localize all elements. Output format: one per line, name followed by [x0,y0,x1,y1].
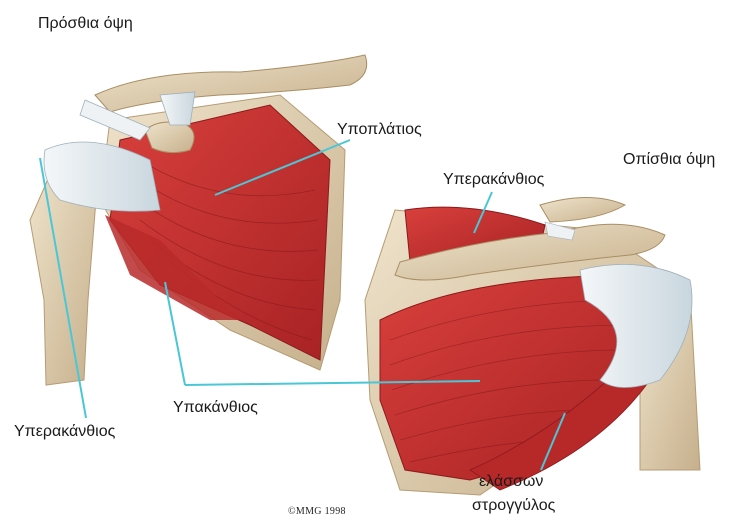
label-infraspinatus: Υπακάνθιος [173,400,258,416]
front-view-illustration [30,55,367,385]
back-view-title: Οπίσθια όψη [623,152,715,168]
back-view-illustration [365,198,700,496]
front-view-title: Πρόσθια όψη [38,16,133,32]
label-supraspinatus-front: Υπερακάνθιος [14,424,115,440]
front-coracoid [145,122,194,153]
back-acromion [540,198,625,223]
label-teres-minor-1: ελάσσων [479,474,543,490]
label-teres-minor-2: στρογγύλος [472,498,555,514]
label-supraspinatus-back: Υπερακάνθιος [443,172,544,188]
copyright-notice: ©MMG 1998 [288,506,346,517]
label-subscapularis: Υποπλάτιος [337,122,422,138]
